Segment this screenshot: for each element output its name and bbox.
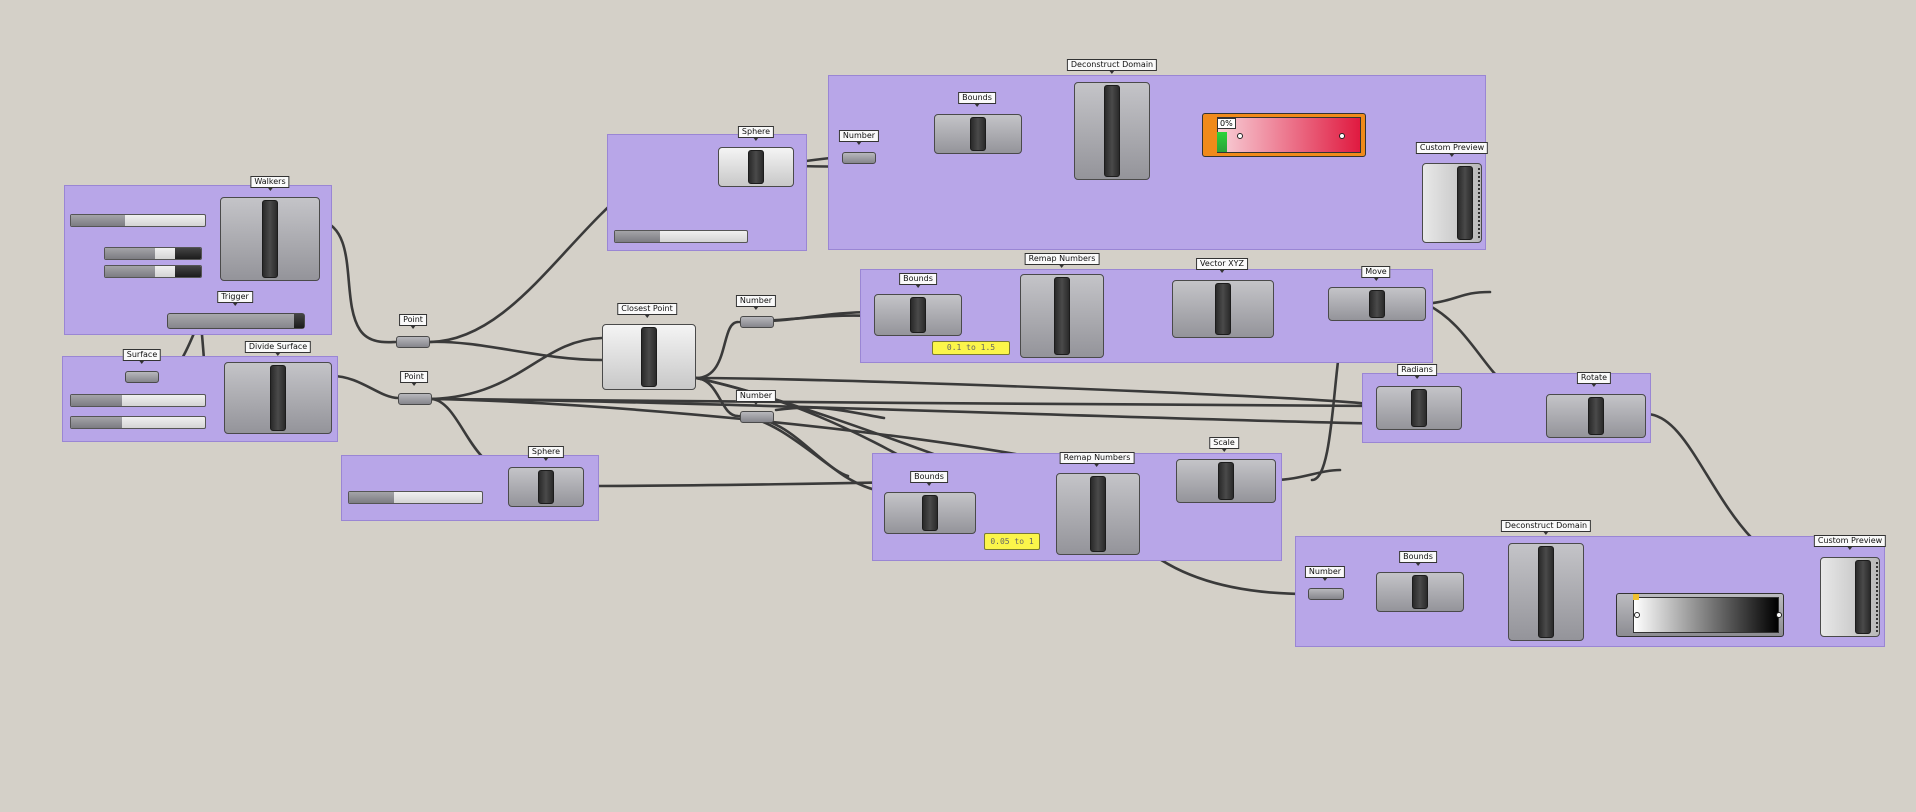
gradient-top-handle-right[interactable]: [1339, 133, 1345, 139]
number-mid-param[interactable]: [740, 316, 774, 328]
rotate-component[interactable]: [1546, 394, 1646, 438]
remap-numbers-bottom-component[interactable]: [1056, 473, 1140, 555]
walkers-slider-3[interactable]: [104, 265, 202, 278]
sphere-top-label: Sphere: [737, 126, 775, 141]
number-right-label: Number: [1304, 566, 1346, 581]
custom-preview-bottom-label: Custom Preview: [1813, 535, 1887, 550]
number-top-param[interactable]: [842, 152, 876, 164]
point-label-1: Point: [399, 314, 427, 329]
gradient-top-percent: 0%: [1217, 118, 1236, 129]
divide-surface-label: Divide Surface: [244, 341, 312, 356]
deconstruct-domain-bottom-component[interactable]: [1508, 543, 1584, 641]
move-label: Move: [1361, 266, 1391, 281]
bounds-right-label: Bounds: [1399, 551, 1437, 566]
deconstruct-domain-top-label: Deconstruct Domain: [1066, 59, 1158, 74]
point-label-2: Point: [400, 371, 428, 386]
bounds-top-component[interactable]: [934, 114, 1022, 154]
trigger-label: Trigger: [217, 291, 253, 306]
gradient-top-frame[interactable]: 0%: [1202, 113, 1366, 157]
custom-preview-bottom-component[interactable]: [1820, 557, 1880, 637]
rotate-label: Rotate: [1576, 372, 1612, 387]
sphere-bottom-slider[interactable]: [348, 491, 483, 504]
remap-numbers-top-component[interactable]: [1020, 274, 1104, 358]
bounds-lower-label: Bounds: [910, 471, 948, 486]
walkers-slider-2[interactable]: [104, 247, 202, 260]
custom-preview-top-component[interactable]: [1422, 163, 1482, 243]
sphere-bottom-component[interactable]: [508, 467, 584, 507]
custom-preview-top-label: Custom Preview: [1415, 142, 1489, 157]
number-lower-label: Number: [735, 390, 777, 405]
sphere-top-slider[interactable]: [614, 230, 748, 243]
gradient-bottom-frame[interactable]: [1616, 593, 1784, 637]
walkers-component[interactable]: [220, 197, 320, 281]
gradient-bottom-swatch[interactable]: [1633, 597, 1779, 633]
scale-component[interactable]: [1176, 459, 1276, 503]
divide-surface-component[interactable]: [224, 362, 332, 434]
vector-xyz-label: Vector XYZ: [1196, 258, 1248, 273]
sphere-bottom-label: Sphere: [527, 446, 565, 461]
gradient-top-marker[interactable]: [1217, 132, 1227, 152]
number-right-param[interactable]: [1308, 588, 1344, 600]
walkers-slider-1[interactable]: [70, 214, 206, 227]
wire: [330, 374, 400, 400]
gradient-bottom-marker[interactable]: [1633, 594, 1639, 600]
bounds-mid-component[interactable]: [874, 294, 962, 336]
wire: [428, 340, 604, 362]
radians-component[interactable]: [1376, 386, 1462, 430]
deconstruct-domain-bottom-label: Deconstruct Domain: [1500, 520, 1592, 535]
bounds-top-label: Bounds: [958, 92, 996, 107]
sphere-top-component[interactable]: [718, 147, 794, 187]
wire: [694, 376, 1378, 408]
gradient-bottom-handle-right[interactable]: [1776, 612, 1782, 618]
number-mid-label: Number: [735, 295, 777, 310]
wire: [774, 406, 886, 420]
wire: [694, 320, 740, 380]
move-component[interactable]: [1328, 287, 1426, 321]
bounds-mid-label: Bounds: [899, 273, 937, 288]
remap-numbers-bottom-label: Remap Numbers: [1059, 452, 1135, 467]
scale-label: Scale: [1209, 437, 1239, 452]
number-top-label: Number: [838, 130, 880, 145]
surface-param[interactable]: [125, 371, 159, 383]
group-deconstruct-top[interactable]: [828, 75, 1486, 250]
number-lower-param[interactable]: [740, 411, 774, 423]
deconstruct-domain-top-component[interactable]: [1074, 82, 1150, 180]
walkers-label: Walkers: [250, 176, 290, 191]
point-param-1[interactable]: [396, 336, 430, 348]
vector-xyz-component[interactable]: [1172, 280, 1274, 338]
gradient-bottom-handle-left[interactable]: [1634, 612, 1640, 618]
surface-label: Surface: [122, 349, 162, 364]
bounds-lower-component[interactable]: [884, 492, 976, 534]
radians-label: Radians: [1397, 364, 1437, 379]
point-param-2[interactable]: [398, 393, 432, 405]
range-bottom-panel[interactable]: 0.05 to 1: [984, 533, 1040, 550]
bounds-right-component[interactable]: [1376, 572, 1464, 612]
remap-numbers-top-label: Remap Numbers: [1024, 253, 1100, 268]
wire: [430, 336, 604, 401]
divide-u-slider[interactable]: [70, 394, 206, 407]
divide-v-slider[interactable]: [70, 416, 206, 429]
wire: [1424, 290, 1492, 306]
gradient-top-handle-left[interactable]: [1237, 133, 1243, 139]
wire: [318, 218, 398, 344]
closest-point-label: Closest Point: [617, 303, 677, 318]
closest-point-component[interactable]: [602, 324, 696, 390]
wire: [1272, 468, 1342, 482]
trigger-component[interactable]: [167, 313, 305, 329]
range-top-panel[interactable]: 0.1 to 1.5: [932, 341, 1010, 355]
